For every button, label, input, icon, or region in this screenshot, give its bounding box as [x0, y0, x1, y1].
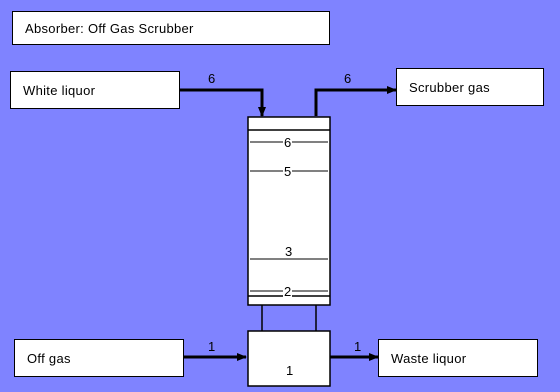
white-liquor-arrow [180, 88, 266, 117]
title-box: Absorber: Off Gas Scrubber [12, 11, 330, 45]
waste-liquor-box[interactable]: Waste liquor [378, 339, 538, 377]
waste-liquor-stream-number: 1 [354, 339, 362, 354]
stage-label-5: 5 [283, 164, 293, 179]
scrubber-gas-arrow [314, 86, 397, 116]
stage-label-3: 3 [284, 244, 294, 259]
scrubber-gas-label: Scrubber gas [409, 79, 490, 95]
off-gas-stream-number: 1 [208, 339, 216, 354]
scrubber-gas-box[interactable]: Scrubber gas [396, 68, 544, 106]
stage-label-6: 6 [283, 135, 293, 150]
off-gas-label: Off gas [27, 350, 71, 366]
scrubber-gas-stream-number: 6 [344, 71, 352, 86]
waste-liquor-label: Waste liquor [391, 350, 467, 366]
bottom-vessel [247, 330, 331, 387]
page-title: Absorber: Off Gas Scrubber [25, 20, 194, 36]
bottom-stage-label: 1 [286, 363, 294, 378]
white-liquor-label: White liquor [23, 82, 96, 98]
off-gas-box[interactable]: Off gas [14, 339, 184, 377]
white-liquor-stream-number: 6 [208, 71, 216, 86]
stage-label-2: 2 [283, 284, 293, 299]
white-liquor-box[interactable]: White liquor [10, 71, 180, 109]
